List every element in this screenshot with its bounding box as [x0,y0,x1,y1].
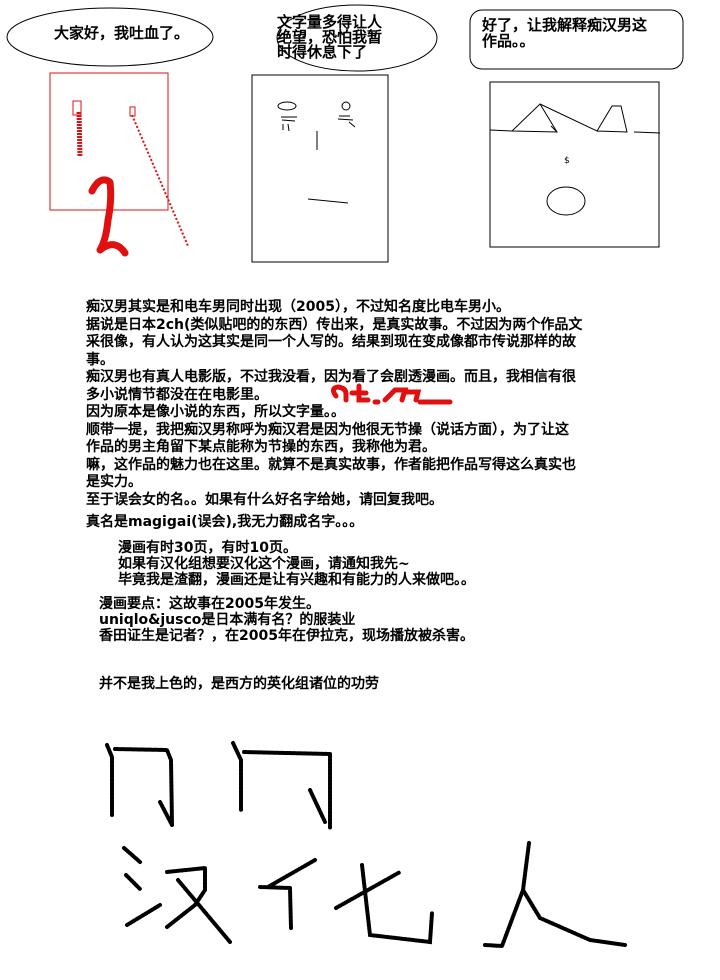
credit-text: 并不是我上色的，是西方的英化组诸位的功劳 [99,676,379,692]
bubble-3-text: 好了，让我解释痴汉男这 作品。。 [482,17,647,49]
bubble-2-text: 文字量多得让人 绝望，恐怕我暂 时得休息下了 [277,15,382,60]
notes-line: 是实力。 [86,474,142,490]
info-intro: 漫画有时30页，有时10页。 如果有汉化组想要汉化这个漫画，请通知我先~ 毕竟我… [118,540,475,588]
panel-1-drawing [49,72,189,257]
bubble-2-line: 绝望，恐怕我暂 [277,28,383,46]
bubble-2-line: 文字量多得让人 [277,13,383,31]
svg-text:$: $ [564,156,570,166]
notes-line: 据说是日本2ch(类似贴吧的的东西）传出来，是真实故事。不过因为两个作品文 [86,316,583,333]
bubble-3-line: 好了，让我解释痴汉男这 [482,16,648,34]
speech-bubble-2 [276,4,438,72]
info-line: 香田证生是记者？，在2005年在伊拉克，现场播放被杀害。 [99,628,474,644]
notes-line: 顺带一提，我把痴汉男称呼为痴汉君是因为他很无节操（说话方面），为了让这 [86,421,569,438]
panel-2-face [251,74,389,263]
bubble-2-line: 时得休息下了 [277,43,368,61]
notes-line: 采很像，有人认为这其实是同一个人写的。结果到现在变成像都市传说那样的故 [86,334,576,350]
panel-3-landscape: $ [489,81,661,248]
notes-line: 嘛，这作品的魅力也在这里。就算不是真实故事，作者能把作品写得这么真实也 [86,456,576,473]
bubble-3-line: 作品。。 [482,32,535,50]
notes-line: 痴汉男其实是和电车男同时出现（2005），不过知名度比电车男小。 [86,299,510,315]
red-scribble [330,383,453,405]
notes-line: 因为原本是像小说的东西，所以文字量。。 [86,404,345,420]
notes-text: 痴汉男其实是和电车男同时出现（2005），不过知名度比电车男小。 据说是日本2c… [86,299,582,532]
signature-drawing [105,741,627,949]
speech-bubble-1 [6,7,214,67]
notes-line: 至于误会女的名。。如果有什么好名字给她，请回复我吧。 [86,491,443,508]
info-line: 漫画有时30页，有时10页。 [118,540,297,556]
notes-line: 多小说情节都没在在电影里。 [86,386,268,403]
notes-line: 痴汉男也有真人电影版，不过我没看，因为看了会剧透漫画。而且，我相信有很 [86,369,576,385]
info-points: 漫画要点：这故事在2005年发生。 uniqlo&jusco是日本满有名？的服装… [99,596,474,644]
info-line: 毕竟我是渣翻，漫画还是让有兴趣和有能力的人来做吧。。 [118,572,475,588]
info-line: 漫画要点：这故事在2005年发生。 [99,596,320,612]
notes-line: 作品的男主角留下某点能称为节操的东西，我称他为君。 [86,439,436,455]
info-line: 如果有汉化组想要汉化这个漫画，请通知我先~ [118,556,410,572]
notes-line: 事。 [86,351,114,368]
speech-box-3 [469,9,684,70]
info-line: uniqlo&jusco是日本满有名？的服装业 [99,612,356,628]
notes-line: 真名是magigai(误会),我无力翻成名字。。。 [86,514,364,530]
bubble-1-text: 大家好，我吐血了。 [54,24,190,42]
